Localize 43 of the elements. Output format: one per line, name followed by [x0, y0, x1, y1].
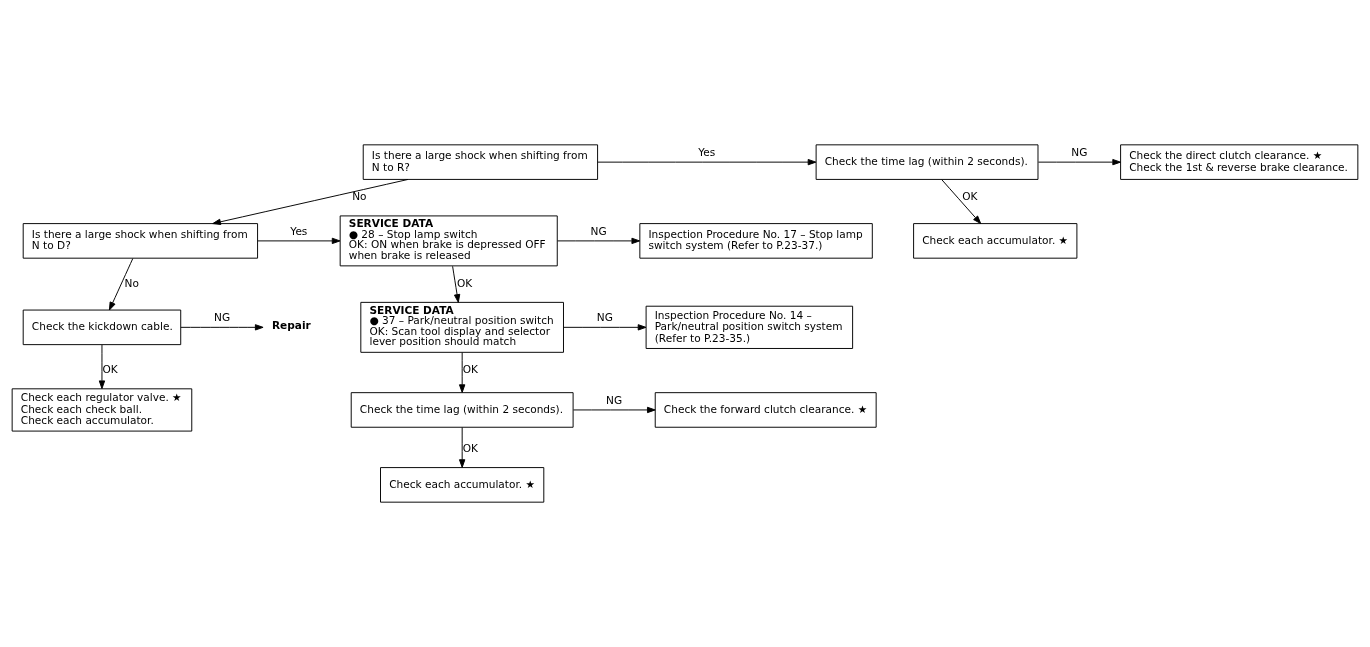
edge-label: Yes: [290, 224, 308, 237]
node-box: Check the direct clutch clearance. ★ Check the 1st & reverse brake clearance.: [1120, 144, 1359, 180]
arrow: [941, 179, 982, 225]
edge-label: OK: [462, 363, 478, 376]
arrow: [180, 324, 264, 331]
node-box: Check the time lag (within 2 seconds).: [350, 392, 574, 428]
node-box: Is there a large shock when shifting from N to R?: [362, 144, 599, 180]
node-text: Repair: [271, 319, 311, 332]
arrow: [459, 427, 466, 468]
edge-label: No: [124, 276, 139, 289]
arrow: [98, 344, 106, 390]
edge-label: OK: [456, 276, 473, 289]
node-box: Check each regulator valve. ★ Check each check ball. Check each accumulator.: [11, 388, 193, 432]
edge-label: NG: [606, 393, 623, 406]
arrow: [1037, 158, 1121, 166]
edge-label: NG: [214, 311, 231, 324]
arrow: [572, 406, 656, 414]
node-box: SERVICE DATA ● 28 – Stop lamp switch OK: ON when brake is depressed OFF when brake is released: [339, 215, 558, 267]
node-box: Inspection Procedure No. 17 – Stop lamp switch system (Refer to P.23-37.): [639, 223, 873, 259]
arrow: [557, 237, 641, 245]
edge-label: NG: [590, 224, 607, 237]
arrow: [597, 158, 817, 166]
node-box: Check each accumulator. ★: [913, 223, 1078, 259]
edge-label: Yes: [698, 146, 716, 159]
arrow: [563, 324, 647, 331]
arrow: [452, 265, 461, 303]
node-box: Check the time lag (within 2 seconds).: [815, 144, 1039, 180]
node-box: Is there a large shock when shifting from N to D?: [22, 223, 259, 259]
edge-label: NG: [1071, 146, 1088, 159]
edge-label: No: [352, 190, 367, 203]
arrow: [108, 258, 134, 311]
arrow: [257, 237, 341, 245]
edge-label: OK: [962, 190, 978, 203]
node-box: SERVICE DATA ● 37 – Park/neutral position switch OK: Scan tool display and selector lever position should match: [360, 301, 564, 353]
arrow: [459, 352, 466, 393]
edge-label: OK: [462, 442, 478, 455]
node-box: Check each accumulator. ★: [380, 467, 545, 503]
node-box: Check the kickdown cable.: [22, 309, 182, 346]
edge-label: OK: [102, 363, 118, 376]
arrow: [212, 179, 409, 225]
edge-label: NG: [596, 311, 613, 324]
node-box: Inspection Procedure No. 14 – Park/neutral position switch system (Refer to P.23-35.): [645, 305, 854, 349]
node-box: Check the forward clutch clearance. ★: [654, 392, 877, 428]
